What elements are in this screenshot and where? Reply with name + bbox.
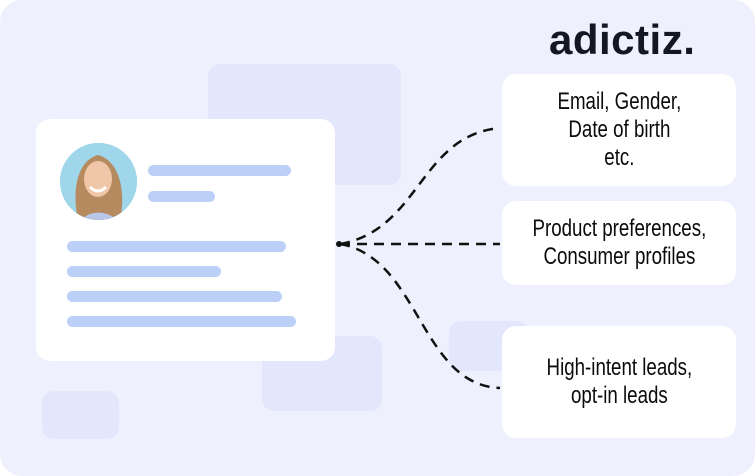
placeholder-line [67,266,221,277]
data-box-personal: Email, Gender, Date of birth etc. [502,74,736,186]
placeholder-line [67,316,296,327]
box-text-line: High-intent leads, [546,354,692,381]
box-text-line: etc. [603,144,635,171]
placeholder-line [67,291,282,302]
avatar [60,143,137,220]
box-text-line: Product preferences, [532,215,706,242]
placeholder-line [148,191,215,202]
box-text-line: Consumer profiles [543,243,695,270]
placeholder-line [148,165,291,176]
placeholder-line [67,241,286,252]
connector-origin-dot [336,241,342,247]
brand-logo: adictiz. [549,16,696,63]
data-box-leads: High-intent leads, opt-in leads [502,326,736,438]
box-text-line: opt-in leads [570,382,668,409]
box-text-line: Email, Gender, [557,88,681,115]
connector-line [339,242,501,390]
decor-block [42,391,119,439]
data-box-preferences: Product preferences, Consumer profiles [502,201,736,285]
profile-card [36,119,335,361]
connector-line [339,126,501,246]
box-text-line: Date of birth [568,116,670,143]
